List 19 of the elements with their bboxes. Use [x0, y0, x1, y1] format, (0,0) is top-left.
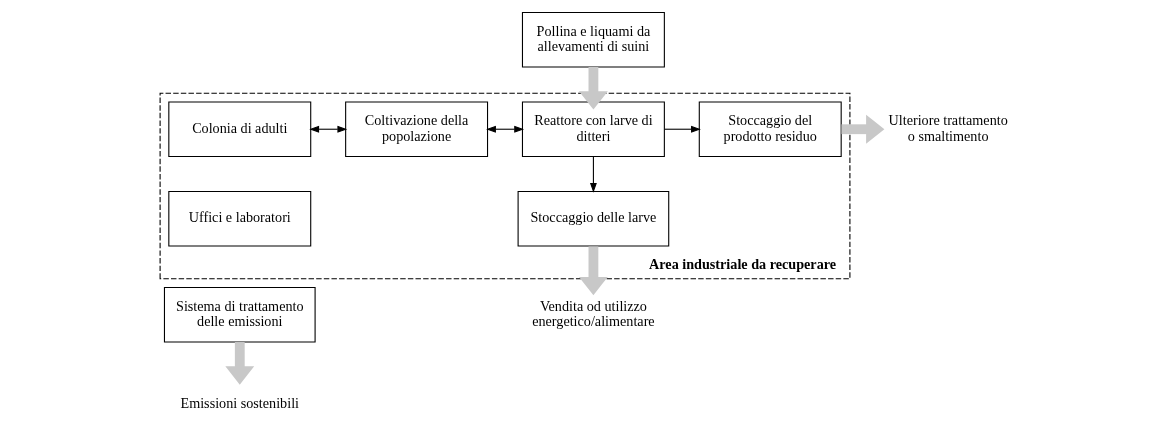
node-box: Sistema di trattamento delle emissioni — [163, 286, 316, 343]
node-box: Colonia di adulti — [167, 101, 311, 158]
arrow — [578, 67, 608, 110]
node-text: Vendita od utilizzo energetico/alimentare — [531, 297, 655, 330]
node-box: Coltivazione della popolazione — [344, 101, 488, 158]
arrow — [485, 125, 524, 133]
arrow — [578, 246, 608, 296]
arrow — [589, 155, 597, 193]
arrow — [308, 125, 347, 133]
node-box: Uffici e laboratori — [167, 190, 311, 247]
node-box: Reattore con larve di ditteri — [521, 101, 665, 158]
arrow — [663, 125, 701, 133]
node-box: Stoccaggio del prodotto residuo — [698, 101, 842, 158]
node-text: Emissioni sostenibili — [180, 394, 299, 411]
node-box: Pollina e liquami da allevamenti di suini — [521, 11, 665, 68]
node-box: Stoccaggio delle larve — [517, 190, 669, 247]
node-text: Ulteriore trattamento o smaltimento — [888, 112, 1008, 144]
arrow — [840, 114, 884, 144]
arrow — [224, 342, 254, 385]
